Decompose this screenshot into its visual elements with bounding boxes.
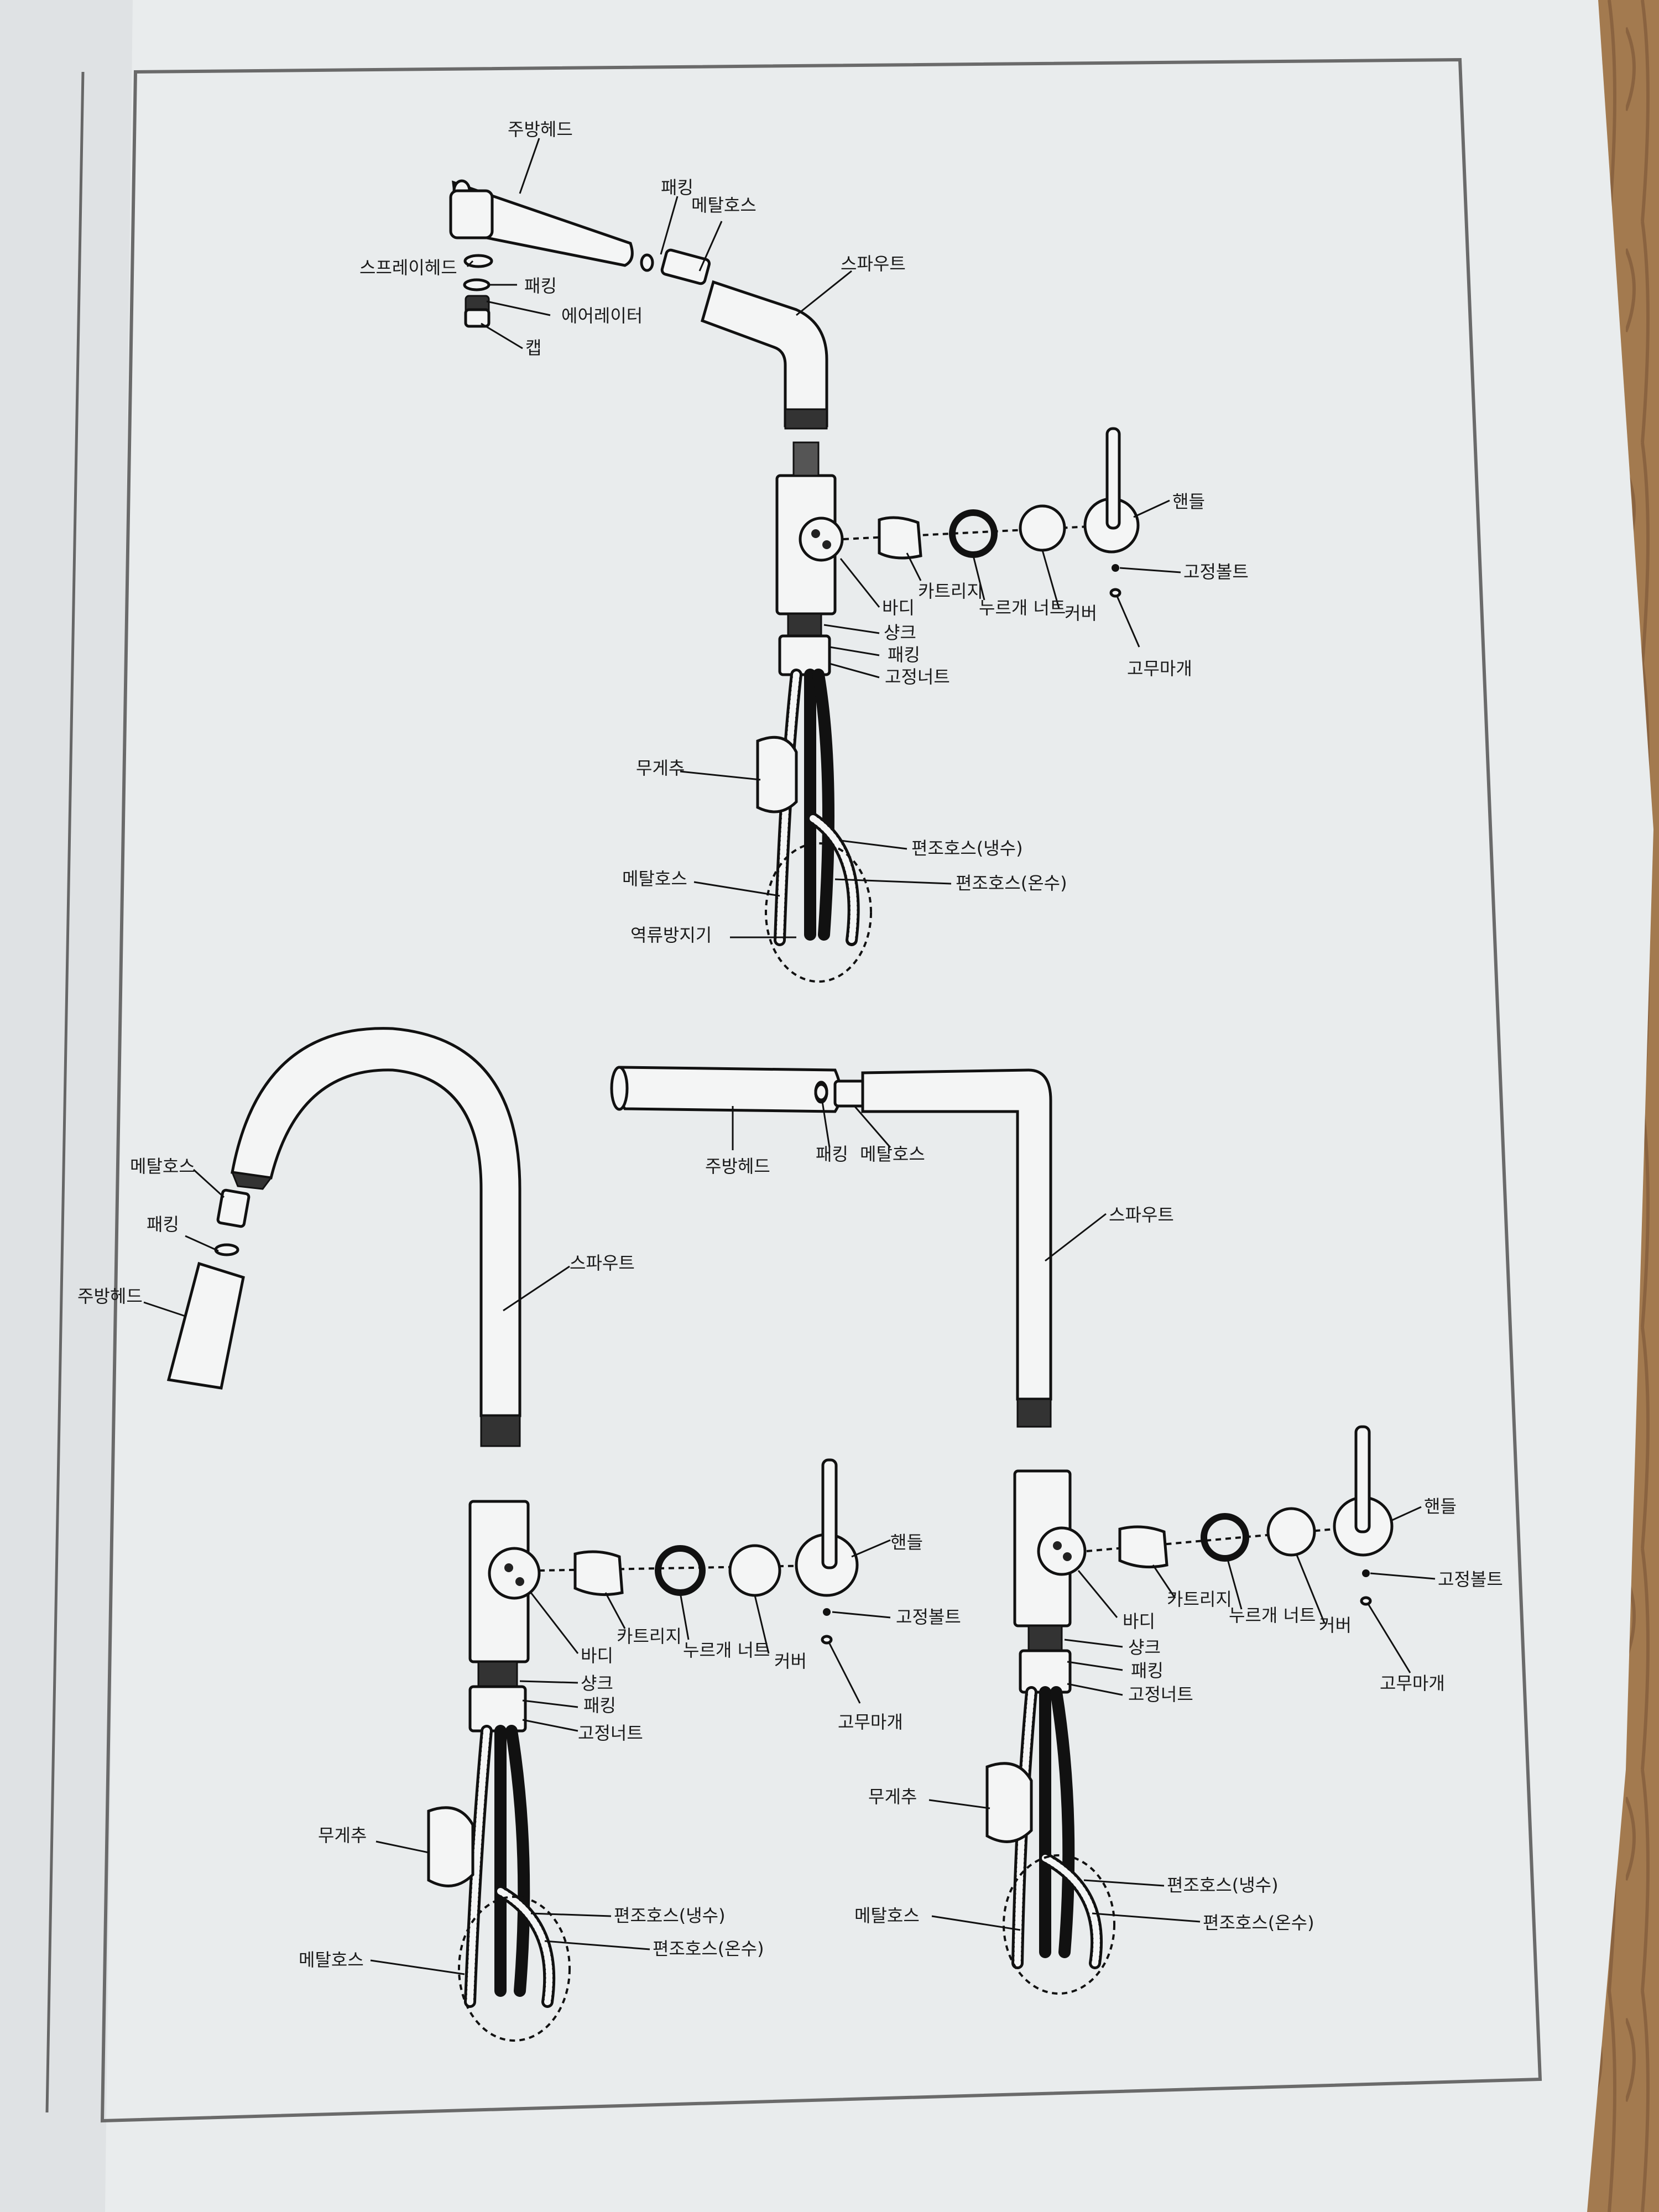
paper-left-fold <box>0 0 133 2212</box>
label-kitchen-head: 주방헤드 <box>508 119 573 140</box>
label-packing: 패킹 <box>888 644 920 665</box>
label-shank: 샹크 <box>1128 1637 1161 1658</box>
label-press-nut: 누르개 너트 <box>683 1640 770 1661</box>
kitchen-head-right <box>614 1066 842 1113</box>
label-flex-hose-cold: 편조호스(냉수) <box>911 838 1023 859</box>
cap-part <box>464 308 491 328</box>
labels-bottom-right: 주방헤드 패킹 메탈호스 스파우트 핸들 고정볼트 카트리지 누르개 너트 커버… <box>705 1144 1503 1933</box>
label-fixing-bolt: 고정볼트 <box>1183 561 1249 582</box>
label-fixing-nut: 고정너트 <box>1128 1684 1193 1705</box>
label-weight: 무게추 <box>318 1825 367 1846</box>
label-cartridge: 카트리지 <box>617 1626 682 1647</box>
label-packing-top: 패킹 <box>816 1144 848 1165</box>
label-packing: 패킹 <box>1131 1660 1164 1681</box>
label-body: 바디 <box>882 597 915 618</box>
label-fixing-bolt: 고정볼트 <box>896 1606 961 1627</box>
label-weight: 무게추 <box>636 758 685 779</box>
cartridge-top <box>878 516 922 560</box>
label-cartridge: 카트리지 <box>1167 1589 1232 1610</box>
label-packing: 패킹 <box>583 1695 616 1716</box>
diagram-bottom-left <box>166 1027 859 2042</box>
label-metal-hose-top: 메탈호스 <box>860 1144 925 1165</box>
metal-hose-coupling <box>660 248 711 285</box>
label-rubber-cap: 고무마개 <box>838 1712 903 1733</box>
page-frame <box>100 58 1542 2123</box>
label-spray-head: 스프레이헤드 <box>359 257 457 278</box>
kitchen-head-left <box>166 1261 245 1390</box>
label-metal-hose-top: 메탈호스 <box>691 195 757 216</box>
weight-top <box>756 735 798 813</box>
labels-top: 주방헤드 패킹 메탈호스 스프레이헤드 패킹 에어레이터 캡 스파우트 핸들 고… <box>359 119 1249 946</box>
label-fixing-nut: 고정너트 <box>578 1723 643 1744</box>
spout-thread <box>784 408 828 430</box>
cover-top <box>1019 504 1066 552</box>
label-packing-top: 패킹 <box>661 177 693 198</box>
diagram-bottom-right <box>610 1066 1394 1995</box>
label-body: 바디 <box>581 1645 613 1666</box>
leader-lines <box>143 138 1436 1975</box>
label-press-nut: 누르개 너트 <box>1229 1605 1316 1626</box>
label-fixing-nut: 고정너트 <box>885 666 950 687</box>
packing-top-ring <box>640 253 654 272</box>
label-spout: 스파우트 <box>570 1253 635 1274</box>
label-body: 바디 <box>1123 1611 1155 1632</box>
label-cover: 커버 <box>1319 1615 1352 1636</box>
label-check-valve: 역류방지기 <box>630 925 712 946</box>
label-flex-hose-hot: 편조호스(온수) <box>956 873 1067 894</box>
label-shank: 샹크 <box>581 1673 613 1694</box>
label-handle: 핸들 <box>1424 1496 1457 1517</box>
label-metal-hose: 메탈호스 <box>299 1949 364 1970</box>
left-border-line <box>45 71 85 2113</box>
label-flex-hose-hot: 편조호스(온수) <box>653 1938 764 1959</box>
label-packing-top: 패킹 <box>147 1214 179 1235</box>
spray-head-ring <box>463 254 493 268</box>
label-metal-hose: 메탈호스 <box>622 868 687 889</box>
label-flex-hose-hot: 편조호스(온수) <box>1203 1912 1314 1933</box>
kitchen-head-top <box>449 179 634 267</box>
label-handle: 핸들 <box>1172 491 1205 512</box>
label-weight: 무게추 <box>868 1786 917 1807</box>
label-press-nut: 누르개 너트 <box>979 597 1066 618</box>
label-kitchen-head: 주방헤드 <box>705 1156 770 1177</box>
label-cap: 캡 <box>525 337 541 358</box>
spout-bottom-left <box>231 1027 521 1417</box>
label-shank: 샹크 <box>884 622 916 643</box>
metal-hose-coupling-left <box>216 1188 251 1228</box>
press-nut-top <box>949 509 998 558</box>
label-spout: 스파우트 <box>1109 1204 1174 1225</box>
label-aerator: 에어레이터 <box>561 305 643 326</box>
label-metal-hose-top: 메탈호스 <box>130 1156 195 1177</box>
labels-bottom-left: 메탈호스 패킹 주방헤드 스파우트 핸들 고정볼트 카트리지 누르개 너트 커버… <box>77 1156 961 1970</box>
label-handle: 핸들 <box>890 1532 923 1553</box>
label-flex-hose-cold: 편조호스(냉수) <box>614 1905 726 1926</box>
label-rubber-cap: 고무마개 <box>1380 1673 1445 1694</box>
label-cover: 커버 <box>1065 603 1097 624</box>
label-packing-small: 패킹 <box>524 275 557 296</box>
diagram-top <box>449 179 1140 983</box>
label-cover: 커버 <box>774 1651 807 1672</box>
label-flex-hose-cold: 편조호스(냉수) <box>1167 1875 1279 1896</box>
spout-top <box>700 280 828 427</box>
label-fixing-bolt: 고정볼트 <box>1438 1569 1503 1590</box>
label-rubber-cap: 고무마개 <box>1127 658 1192 679</box>
label-kitchen-head: 주방헤드 <box>77 1286 143 1307</box>
packing-small-ring <box>463 278 491 291</box>
label-cartridge: 카트리지 <box>918 581 983 602</box>
label-metal-hose: 메탈호스 <box>854 1905 920 1926</box>
label-spout: 스파우트 <box>841 253 906 274</box>
